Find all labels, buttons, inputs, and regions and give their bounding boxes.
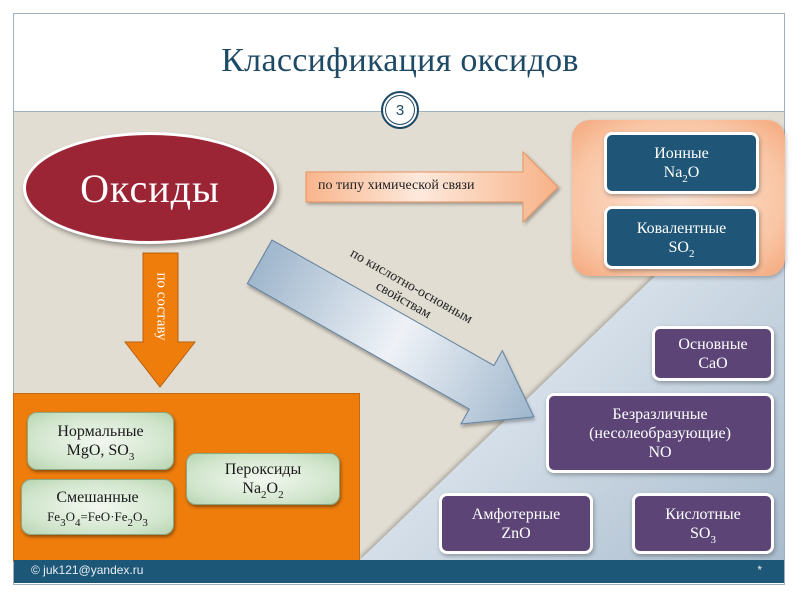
bond-covalent-name: Ковалентные [636, 219, 727, 237]
composition-peroxide-name: Пероксиды [224, 461, 302, 478]
acidbase-acidic-name: Кислотные [665, 505, 741, 523]
bond-ionic-box: Ионные Na2O [604, 132, 759, 194]
acidbase-acidic-formula: SO3 [690, 524, 716, 546]
slide-title: Классификация оксидов [221, 42, 579, 79]
acidbase-indifferent-box: Безразличные (несолеобразующие) NO [546, 393, 774, 473]
slide-frame [13, 13, 785, 585]
bond-ionic-name: Ионные [654, 145, 709, 162]
arrow-composition [123, 252, 197, 388]
root-oxides-ellipse: Оксиды [23, 132, 277, 244]
composition-normal-formula: MgO, SO3 [66, 442, 135, 463]
acidbase-indifferent-note: (несолеобразующие) [589, 424, 731, 442]
slide-number-badge: 3 [381, 91, 419, 129]
arrow-bond-type [305, 150, 559, 224]
footer-mark: * [757, 563, 762, 577]
acidbase-basic-name: Основные [678, 335, 748, 353]
arrow-bond-type-label: по типу химической связи [318, 178, 475, 193]
footer-copyright: © juk121@yandex.ru [31, 563, 144, 577]
composition-peroxide-formula: Na2O2 [242, 480, 284, 501]
slide-footer: © juk121@yandex.ru * [14, 560, 784, 583]
composition-mixed-formula: Fe3O4=FeO·Fe2O3 [47, 509, 148, 529]
acidbase-basic-box: Основные CaO [652, 326, 774, 381]
acidbase-basic-formula: CaO [698, 354, 728, 372]
composition-normal-name: Нормальные [57, 423, 144, 440]
acidbase-amphoteric-name: Амфотерные [471, 505, 561, 523]
composition-mixed-name: Смешанные [56, 489, 139, 506]
acidbase-acidic-box: Кислотные SO3 [632, 493, 774, 554]
acidbase-amphoteric-formula: ZnO [501, 524, 531, 542]
composition-normal-box: Нормальные MgO, SO3 [27, 412, 174, 470]
acidbase-indifferent-formula: NO [648, 443, 672, 461]
bond-covalent-formula: SO2 [668, 238, 695, 260]
arrow-composition-label: по составу [153, 272, 170, 341]
acidbase-indifferent-name: Безразличные [612, 405, 708, 423]
composition-peroxide-box: Пероксиды Na2O2 [186, 453, 340, 505]
bond-covalent-box: Ковалентные SO2 [604, 206, 759, 269]
arrow-acid-base [246, 239, 535, 425]
composition-mixed-box: Смешанные Fe3O4=FeO·Fe2O3 [21, 479, 174, 535]
bond-ionic-formula: Na2O [663, 164, 700, 185]
acidbase-amphoteric-box: Амфотерные ZnO [439, 493, 593, 554]
root-label: Оксиды [80, 165, 220, 211]
